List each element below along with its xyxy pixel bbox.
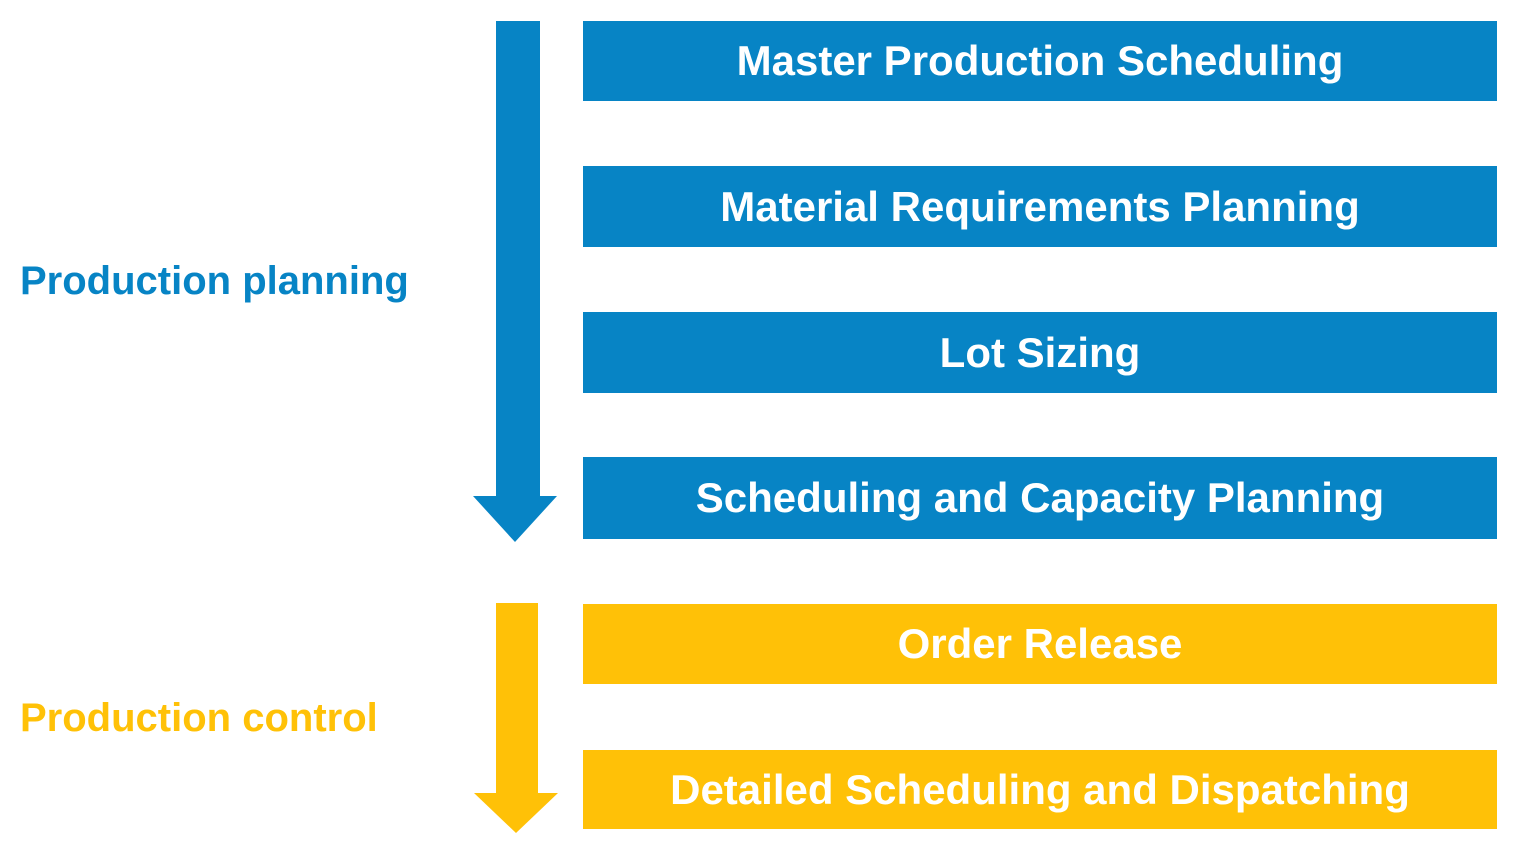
box-lot-sizing: Lot Sizing [583,312,1497,393]
planning-arrow-down-icon [473,496,557,542]
box-detailed-scheduling-and-dispatching: Detailed Scheduling and Dispatching [583,750,1497,829]
planning-arrow-shaft [496,21,540,496]
production-control-label: Production control [20,696,378,740]
box-material-requirements-planning: Material Requirements Planning [583,166,1497,247]
production-planning-label: Production planning [20,259,409,303]
box-master-production-scheduling: Master Production Scheduling [583,21,1497,101]
control-arrow-shaft [496,603,538,793]
box-order-release: Order Release [583,604,1497,684]
box-scheduling-and-capacity-planning: Scheduling and Capacity Planning [583,457,1497,539]
control-arrow-down-icon [474,793,558,833]
